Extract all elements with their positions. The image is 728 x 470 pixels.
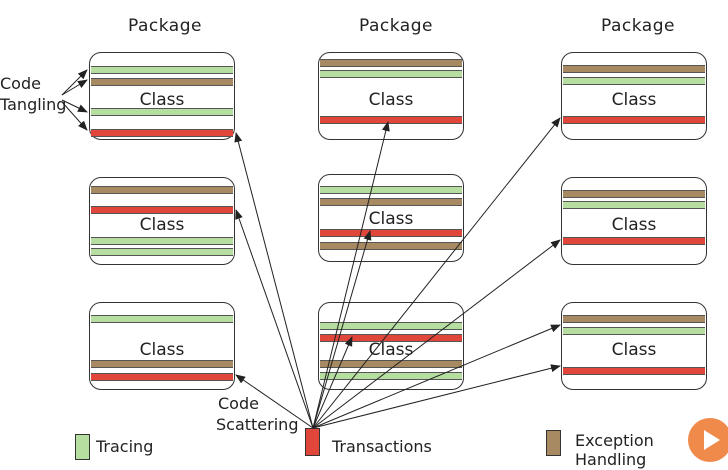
tracing-legend-label: Tracing xyxy=(96,437,154,456)
exception-stripe xyxy=(91,78,233,86)
scattering-arrow xyxy=(312,324,561,429)
scattering-arrow xyxy=(312,117,561,429)
class-label: Class xyxy=(611,340,657,360)
class-box: Class xyxy=(318,52,464,140)
code-scattering-label: Code Scattering xyxy=(216,393,298,435)
class-box: Class xyxy=(318,174,464,262)
class-box: Class xyxy=(89,302,235,390)
class-label: Class xyxy=(368,209,414,229)
tracing-stripe xyxy=(91,108,233,116)
tangling-arrow xyxy=(61,79,88,96)
tangling-arrow xyxy=(61,69,88,96)
exception-stripe xyxy=(563,65,705,73)
exception-handling-legend-label: Exception Handling xyxy=(575,431,654,469)
tracing-stripe xyxy=(91,66,233,74)
scattering-arrow xyxy=(312,336,353,429)
transactions-stripe xyxy=(320,229,462,237)
class-box: Class xyxy=(561,302,707,390)
transactions-stripe xyxy=(91,129,233,137)
tracing-stripe xyxy=(563,201,705,209)
exception-stripe xyxy=(563,315,705,323)
tangling-arrow xyxy=(61,99,88,113)
package-title-2: Package xyxy=(359,16,433,36)
class-box: Class xyxy=(318,302,464,390)
scattering-arrow xyxy=(234,132,314,429)
transactions-stripe xyxy=(563,367,705,375)
scattering-arrow xyxy=(235,374,314,429)
transactions-stripe xyxy=(91,206,233,214)
scattering-arrow xyxy=(312,239,561,429)
tracing-stripe xyxy=(91,237,233,245)
code-tangling-line-1: Code xyxy=(0,74,41,93)
scattering-arrow xyxy=(312,364,561,429)
class-label: Class xyxy=(368,340,414,360)
class-label: Class xyxy=(368,90,414,110)
transactions-stripe xyxy=(320,116,462,124)
code-tangling-line-2: Tangling xyxy=(0,95,67,114)
class-box: Class xyxy=(561,52,707,140)
tracing-stripe xyxy=(320,186,462,194)
play-icon xyxy=(704,430,720,450)
exception-stripe xyxy=(320,360,462,368)
exception-stripe xyxy=(320,198,462,206)
scattering-arrow xyxy=(312,121,390,429)
play-button[interactable] xyxy=(688,418,728,462)
scattering-arrow xyxy=(312,230,372,429)
transactions-stripe xyxy=(563,237,705,245)
code-scattering-line-2: Scattering xyxy=(216,415,299,434)
tracing-stripe xyxy=(320,70,462,78)
transactions-legend-label: Transactions xyxy=(332,437,432,456)
exception-stripe xyxy=(320,59,462,67)
class-box: Class xyxy=(561,177,707,265)
class-label: Class xyxy=(611,215,657,235)
class-label: Class xyxy=(139,340,185,360)
class-box: Class xyxy=(89,177,235,265)
package-title-1: Package xyxy=(128,16,202,36)
exception-stripe xyxy=(91,186,233,194)
transactions-stripe xyxy=(91,373,233,381)
class-label: Class xyxy=(611,90,657,110)
tracing-stripe xyxy=(563,77,705,85)
class-box: Class xyxy=(89,52,235,140)
code-scattering-line-1: Code xyxy=(218,394,259,413)
exception-stripe xyxy=(91,360,233,368)
exception-stripe xyxy=(563,190,705,198)
scattering-arrow xyxy=(235,209,314,429)
package-title-3: Package xyxy=(601,16,675,36)
exception-stripe xyxy=(320,242,462,250)
code-tangling-label: Code Tangling xyxy=(0,73,66,115)
tracing-legend-swatch xyxy=(75,434,90,460)
transactions-stripe xyxy=(563,116,705,124)
transactions-stripe xyxy=(320,334,462,342)
tracing-stripe xyxy=(91,315,233,323)
class-label: Class xyxy=(139,215,185,235)
class-label: Class xyxy=(139,90,185,110)
tracing-stripe xyxy=(563,327,705,335)
exception-handling-legend-swatch xyxy=(546,430,561,456)
tangling-arrow xyxy=(61,101,88,131)
tracing-stripe xyxy=(320,372,462,380)
tracing-stripe xyxy=(91,248,233,256)
transactions-legend-swatch xyxy=(305,428,320,456)
